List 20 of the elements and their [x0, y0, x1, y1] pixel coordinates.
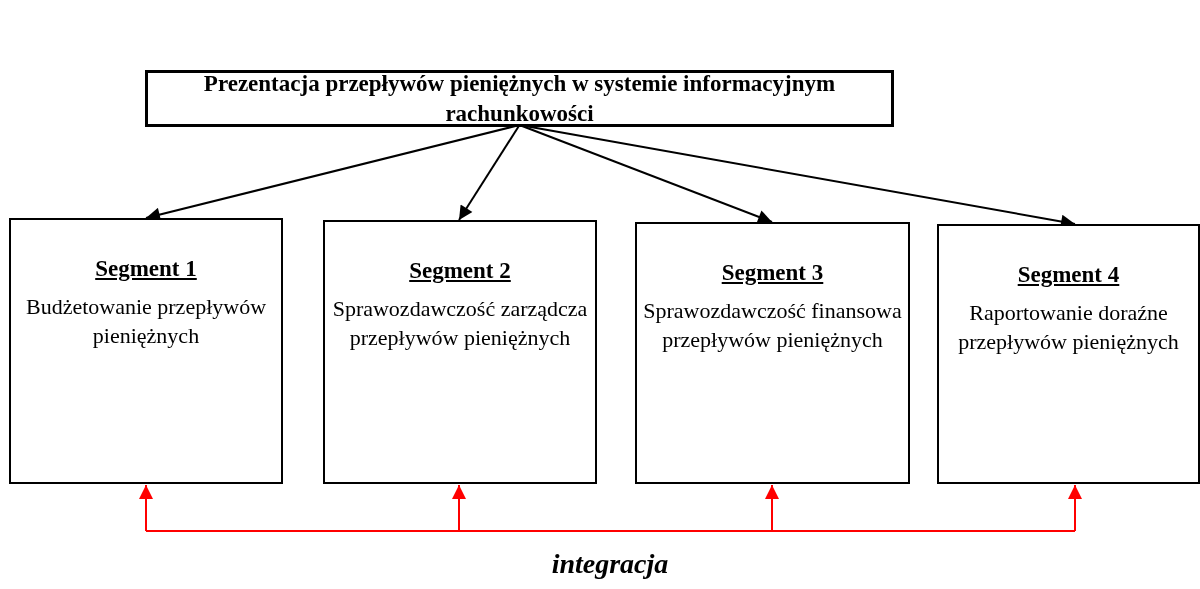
- segment-box: [635, 222, 910, 484]
- arrow: [139, 484, 153, 532]
- segment-heading: Segment 2: [409, 258, 511, 284]
- arrow: [1068, 484, 1082, 532]
- segment-heading: Segment 1: [95, 256, 197, 282]
- segment-heading: Segment 4: [1017, 262, 1120, 288]
- segment-box: [937, 224, 1200, 484]
- segment-description: Raportowanie doraźne przepływów pieniężnych: [957, 299, 1180, 356]
- segment-description: Sprawozdawczość finansowa przepływów pieniężnych: [642, 297, 903, 354]
- arrow: [765, 484, 779, 532]
- connector-line: [145, 530, 1076, 532]
- integration-label: integracja: [550, 548, 670, 580]
- segment-box: [323, 220, 597, 484]
- segment-description: Budżetowanie przepływów pieniężnych: [24, 293, 268, 350]
- title-box: [145, 70, 894, 127]
- segment-box: [9, 218, 283, 484]
- title-text: Prezentacja przepływów pieniężnych w systemie informacyjnym rachunkowości: [202, 69, 837, 128]
- segment-description: Sprawozdawczość zarządcza przepływów pieniężnych: [331, 295, 589, 352]
- segment-heading: Segment 3: [721, 260, 824, 286]
- arrow: [452, 484, 466, 532]
